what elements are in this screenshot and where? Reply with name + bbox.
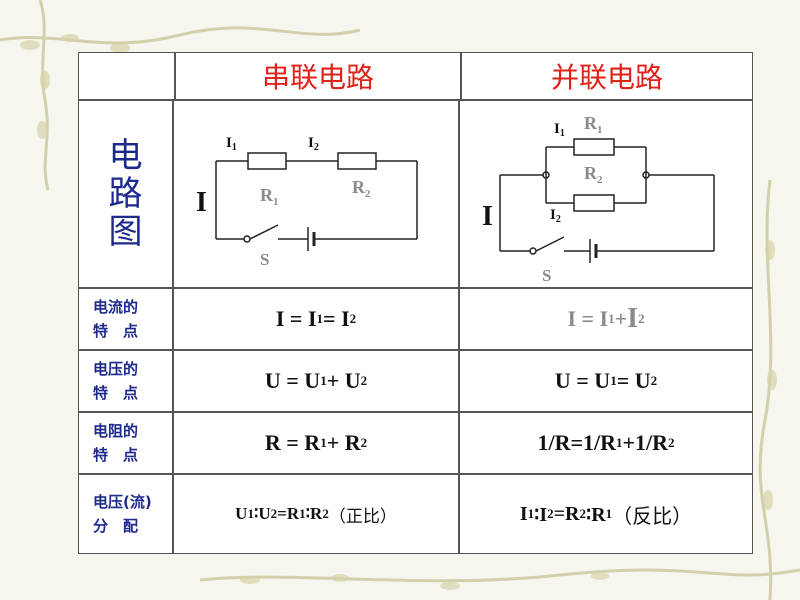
- header-parallel-circuit: 并联电路: [461, 52, 753, 100]
- row-label-char-2: 路: [108, 174, 143, 214]
- row-label-line-2: 分 配: [93, 517, 139, 535]
- resistor-r2: [573, 194, 615, 212]
- row-label-resistance: 电阻的 特 点: [78, 412, 173, 474]
- series-circuit-cell: I1 I2 R1 R2 I S: [173, 100, 459, 288]
- label-r2: R2: [352, 177, 371, 200]
- row-label-voltage: 电压的 特 点: [78, 350, 173, 412]
- label-switch: S: [260, 250, 269, 269]
- row-label-current: 电流的 特 点: [78, 288, 173, 350]
- label-i1: I1: [226, 135, 237, 153]
- label-total-current: I: [196, 187, 207, 218]
- row-label-line-1: 电阻的: [93, 422, 139, 440]
- row-label-line-2: 特 点: [93, 446, 139, 464]
- corner-cell: [78, 52, 175, 100]
- label-i2: I2: [550, 207, 561, 225]
- row-label-distribution: 电压(流) 分 配: [78, 474, 173, 554]
- row-label-line-2: 特 点: [93, 322, 139, 340]
- row-label-line-2: 特 点: [93, 384, 139, 402]
- label-total-current: I: [482, 201, 493, 232]
- resistor-r2: [337, 152, 377, 170]
- label-i2: I2: [308, 135, 319, 153]
- series-circuit-diagram: I1 I2 R1 R2 I S: [196, 135, 418, 269]
- row-label-line-1: 电压(流): [93, 493, 152, 511]
- row-label-line-1: 电流的: [93, 298, 139, 316]
- row-label-char-3: 图: [108, 212, 143, 252]
- label-r2: R2: [584, 163, 603, 186]
- row-label-circuit-diagram: 电 路 图: [78, 100, 173, 288]
- label-r1: R1: [260, 185, 279, 208]
- label-r1: R1: [584, 113, 603, 136]
- resistor-r1: [573, 138, 615, 156]
- parallel-circuit-diagram: I1 R1 R2 I2 I S: [482, 113, 715, 285]
- row-label-char-1: 电: [108, 136, 143, 176]
- label-switch: S: [542, 266, 551, 285]
- parallel-circuit-cell: I1 R1 R2 I2 I S: [459, 100, 753, 288]
- header-series-circuit: 串联电路: [175, 52, 461, 100]
- resistor-r1: [247, 152, 287, 170]
- label-i1: I1: [554, 121, 565, 139]
- row-label-line-1: 电压的: [93, 360, 139, 378]
